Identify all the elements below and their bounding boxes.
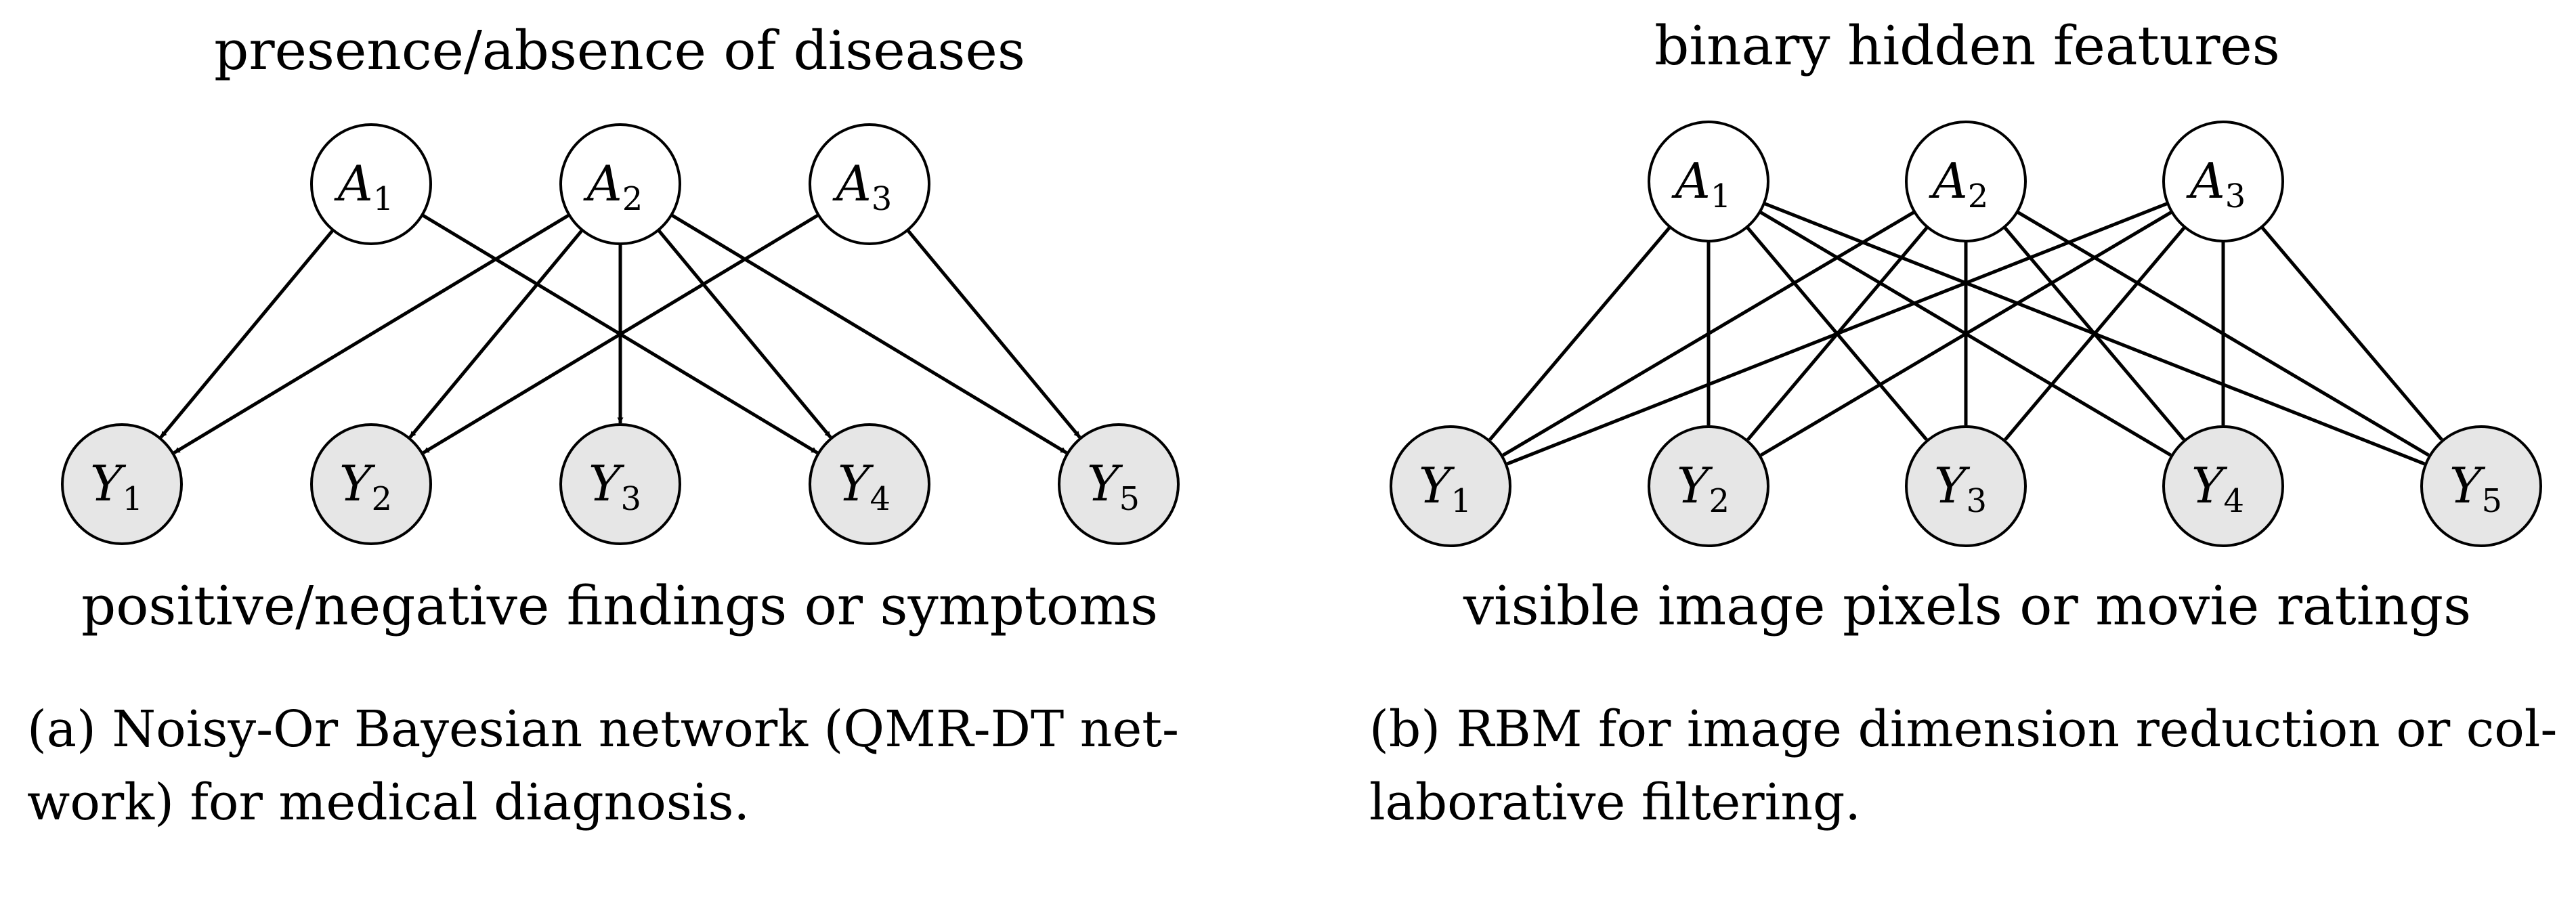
node-label-y3: Y3 (588, 455, 641, 518)
node-y1: Y1 (1390, 425, 1511, 547)
visible-node-circle (1390, 425, 1511, 547)
visible-node-circle (559, 423, 681, 545)
visible-node-circle (61, 423, 183, 545)
node-a1: A1 (1648, 121, 1769, 242)
hidden-node-circle (2162, 121, 2284, 242)
node-a2: A2 (1905, 121, 2027, 242)
node-y1: Y1 (61, 423, 183, 545)
panel-a-caption-line-2: work) for medical diagnosis. (27, 773, 750, 832)
panel-a-bottom-label: positive/negative findings or symptoms (81, 574, 1158, 637)
visible-node-circle (1648, 425, 1769, 547)
hidden-node-circle (1648, 121, 1769, 242)
panel-b-top-label: binary hidden features (1654, 14, 2280, 77)
visible-node-circle (2420, 425, 2542, 547)
edge-a3-y5 (906, 229, 1081, 439)
edge-a3-y2 (1760, 210, 2173, 457)
panel-a-caption-line-1: (a) Noisy-Or Bayesian network (QMR-DT ne… (27, 700, 1179, 758)
edge-a3-y5 (2260, 226, 2443, 441)
panel-b-caption-line-2: laborative filtering. (1369, 773, 1861, 832)
panel-b-caption-line-1: (b) RBM for image dimension reduction or… (1369, 700, 2557, 758)
edge-a3-y1 (1506, 201, 2169, 466)
hidden-node-circle (1905, 121, 2027, 242)
node-label-a2: A2 (1929, 152, 1989, 215)
visible-node-circle (2162, 425, 2284, 547)
node-y4: Y4 (809, 423, 930, 545)
node-y2: Y2 (310, 423, 432, 545)
visible-node-circle (310, 423, 432, 545)
node-y4: Y4 (2162, 425, 2284, 547)
edge-a2-y1 (1502, 210, 1916, 457)
edge-a2-y4 (657, 229, 832, 439)
node-label-y5: Y5 (2449, 457, 2502, 520)
node-y3: Y3 (1905, 425, 2027, 547)
hidden-node-circle (559, 123, 681, 245)
node-a1: A1 (310, 123, 432, 245)
node-label-a2: A2 (583, 155, 643, 218)
edge-a3-y3 (2004, 226, 2187, 441)
node-label-a3: A3 (2186, 152, 2246, 215)
edge-a3-y2 (422, 213, 819, 454)
edge-a1-y1 (159, 229, 335, 439)
edge-a1-y1 (1488, 226, 1672, 441)
node-y3: Y3 (559, 423, 681, 545)
node-label-a3: A3 (832, 155, 893, 218)
panel-a-top-label: presence/absence of diseases (214, 19, 1025, 82)
node-a3: A3 (2162, 121, 2284, 242)
panel-b-bottom-label: visible image pixels or movie ratings (1463, 574, 2471, 637)
node-y5: Y5 (2420, 425, 2542, 547)
hidden-node-circle (809, 123, 930, 245)
visible-node-circle (809, 423, 930, 545)
hidden-node-circle (310, 123, 432, 245)
node-a2: A2 (559, 123, 681, 245)
node-a3: A3 (809, 123, 930, 245)
edge-a2-y5 (670, 213, 1068, 454)
visible-node-circle (1058, 423, 1180, 545)
edge-a2-y2 (408, 229, 584, 439)
panel-a-edges (159, 213, 1081, 454)
node-y2: Y2 (1648, 425, 1769, 547)
visible-node-circle (1905, 425, 2027, 547)
edge-a2-y1 (173, 213, 570, 454)
panel-b-edges (1488, 201, 2443, 466)
node-label-y4: Y4 (2191, 457, 2244, 520)
node-y5: Y5 (1058, 423, 1180, 545)
